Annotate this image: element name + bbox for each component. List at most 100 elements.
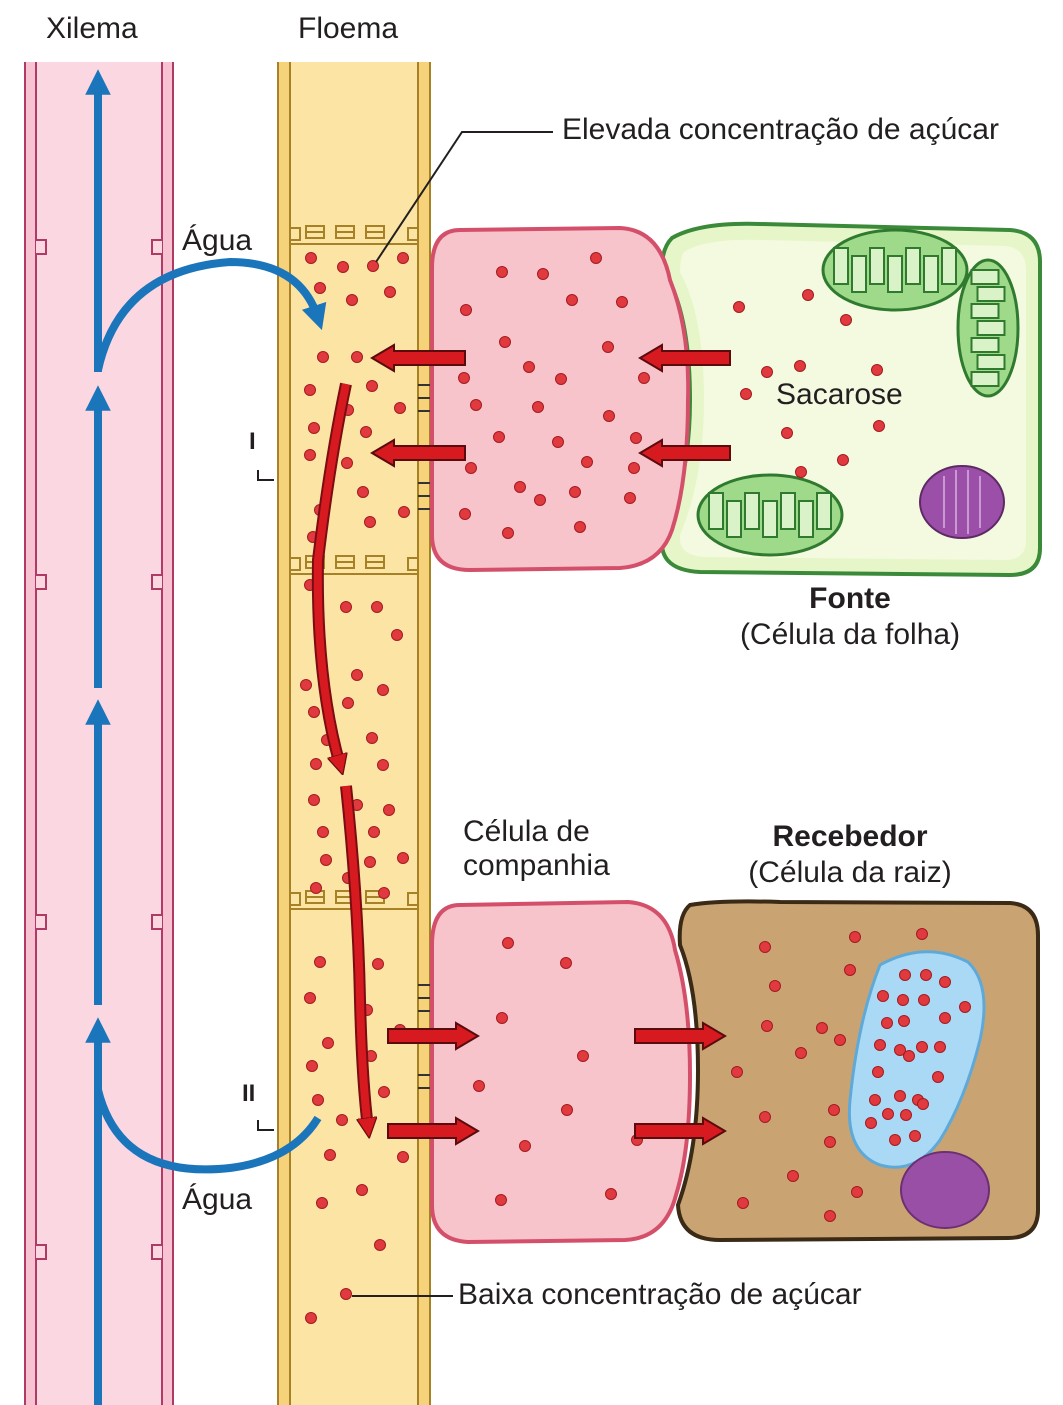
sugar-molecule (352, 670, 363, 681)
high-sugar-label: Elevada concentração de açúcar (562, 113, 999, 147)
low-sugar-label: Baixa concentração de açúcar (458, 1278, 862, 1312)
xylem-pit (152, 240, 162, 254)
xylem-pit (36, 915, 46, 929)
sugar-molecule (503, 938, 514, 949)
sugar-molecule (318, 827, 329, 838)
sugar-molecule (604, 411, 615, 422)
sugar-molecule (606, 1189, 617, 1200)
sugar-molecule (795, 361, 806, 372)
marker-two-label: II (242, 1080, 255, 1108)
sugar-molecule (741, 389, 752, 400)
sugar-molecule (497, 267, 508, 278)
companion-cell-top (432, 228, 688, 570)
sugar-molecule (639, 373, 650, 384)
sugar-molecule (398, 253, 409, 264)
sugar-molecule (875, 1040, 886, 1051)
sugar-molecule (343, 698, 354, 709)
sugar-molecule (315, 957, 326, 968)
sugar-molecule (358, 487, 369, 498)
xylem-pit (152, 575, 162, 589)
sugar-molecule (342, 458, 353, 469)
sugar-molecule (838, 455, 849, 466)
sugar-molecule (788, 1171, 799, 1182)
sugar-molecule (369, 827, 380, 838)
sugar-molecule (459, 373, 470, 384)
chloroplast-icon (958, 260, 1018, 396)
sugar-molecule (372, 602, 383, 613)
sugar-molecule (384, 805, 395, 816)
section-markers (258, 470, 274, 1130)
sugar-molecule (471, 400, 482, 411)
sugar-molecule (496, 1195, 507, 1206)
sugar-molecule (311, 883, 322, 894)
sugar-molecule (361, 427, 372, 438)
sugar-molecule (515, 482, 526, 493)
xylem-pit (152, 915, 162, 929)
sugar-molecule (398, 853, 409, 864)
chloroplast-granum (906, 248, 920, 284)
sugar-molecule (829, 1105, 840, 1116)
chloroplast-granum (727, 501, 741, 537)
sugar-molecule (392, 630, 403, 641)
sugar-molecule (617, 297, 628, 308)
sugar-molecule (305, 450, 316, 461)
chloroplast-granum (972, 304, 999, 318)
sugar-molecule (762, 1021, 773, 1032)
sugar-molecule (553, 437, 564, 448)
chloroplast-granum (978, 355, 1005, 369)
sink-subtitle: (Célula da raiz) (715, 856, 985, 890)
sugar-molecule (738, 1198, 749, 1209)
chloroplast-granum (763, 501, 777, 537)
sugar-molecule (935, 1042, 946, 1053)
sugar-molecule (538, 269, 549, 280)
chloroplast-granum (972, 372, 999, 386)
chloroplast-granum (978, 287, 1005, 301)
sugar-molecule (631, 433, 642, 444)
xylem-pit (152, 1245, 162, 1259)
chloroplast-granum (745, 493, 759, 529)
sugar-molecule (378, 760, 389, 771)
sugar-molecule (872, 365, 883, 376)
sugar-molecule (575, 522, 586, 533)
chloroplast-granum (972, 338, 999, 352)
sugar-molecule (940, 1013, 951, 1024)
sugar-molecule (870, 1095, 881, 1106)
sugar-molecule (625, 493, 636, 504)
sugar-molecule (567, 295, 578, 306)
chloroplast-icon (823, 230, 967, 310)
sugar-molecule (315, 283, 326, 294)
source-title: Fonte (730, 582, 970, 616)
sugar-molecule (533, 402, 544, 413)
sugar-molecule (895, 1091, 906, 1102)
sugar-molecule (825, 1211, 836, 1222)
sugar-molecule (307, 1061, 318, 1072)
sugar-molecule (845, 965, 856, 976)
sugar-molecule (835, 1035, 846, 1046)
chloroplast-granum (978, 321, 1005, 335)
sugar-molecule (603, 342, 614, 353)
sugar-molecule (629, 463, 640, 474)
sugar-molecule (341, 602, 352, 613)
sugar-molecule (901, 1110, 912, 1121)
sugar-molecule (825, 1137, 836, 1148)
sugar-molecule (762, 367, 773, 378)
sugar-molecule (321, 855, 332, 866)
sugar-molecule (306, 1313, 317, 1324)
sugar-molecule (578, 1051, 589, 1062)
sugar-molecule (494, 432, 505, 443)
sugar-molecule (365, 857, 376, 868)
water-label-bottom: Água (182, 1183, 252, 1217)
sugar-molecule (301, 680, 312, 691)
chloroplast-granum (924, 256, 938, 292)
sugar-molecule (306, 253, 317, 264)
chloroplast-granum (817, 493, 831, 529)
sugar-molecule (399, 507, 410, 518)
sugar-molecule (313, 1095, 324, 1106)
sugar-molecule (866, 1118, 877, 1129)
sugar-molecule (318, 352, 329, 363)
water-label-top: Água (182, 224, 252, 258)
sugar-molecule (338, 262, 349, 273)
chloroplast-granum (972, 270, 999, 284)
sugar-molecule (524, 362, 535, 373)
